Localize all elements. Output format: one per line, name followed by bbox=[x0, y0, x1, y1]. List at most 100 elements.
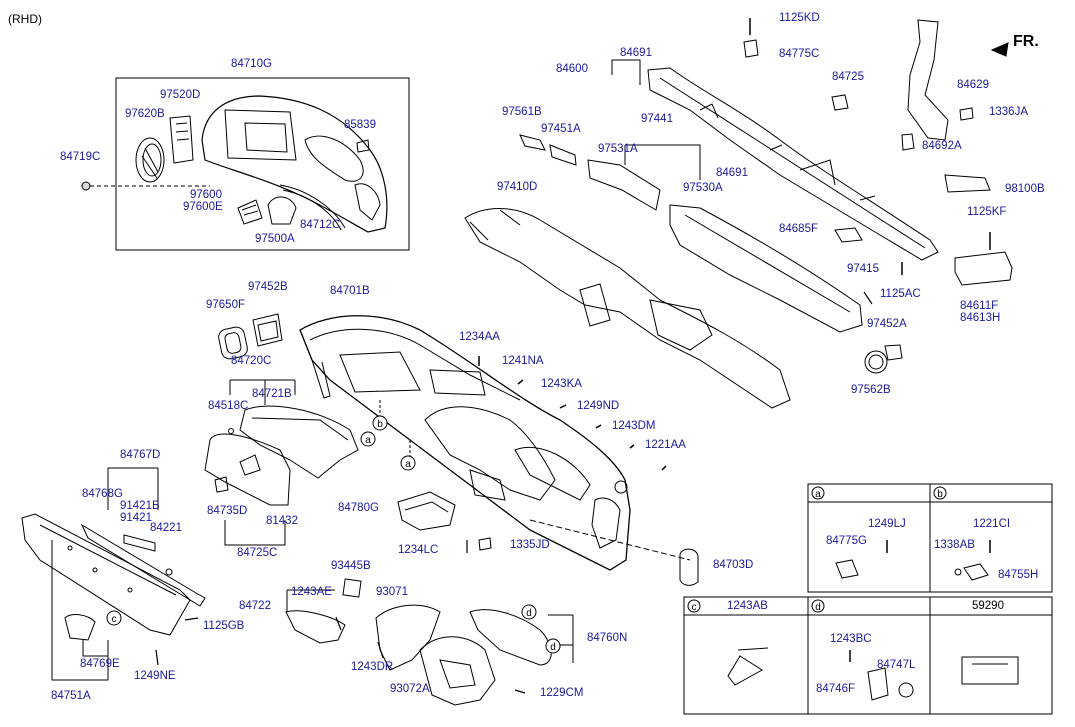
center-vent-part bbox=[579, 283, 611, 327]
label-97530A: 97530A bbox=[683, 182, 723, 194]
switch-part bbox=[356, 139, 370, 153]
brace-part bbox=[907, 19, 949, 141]
label-1243KA: 1243KA bbox=[541, 378, 582, 390]
callout-d: d bbox=[526, 608, 532, 619]
label-84760N: 84760N bbox=[587, 632, 628, 644]
label-97561B: 97561B bbox=[502, 106, 542, 118]
front-arrow-icon bbox=[990, 42, 1009, 57]
side-vent-part bbox=[237, 199, 263, 225]
label-1125KF: 1125KF bbox=[967, 206, 1007, 218]
defrost-duct-part bbox=[464, 208, 791, 409]
column-shroud-lower-part bbox=[419, 636, 496, 706]
glove-box-lid-part bbox=[204, 433, 291, 506]
label-1249ND: 1249ND bbox=[577, 400, 620, 412]
trim-strip-part bbox=[279, 184, 346, 229]
label-85839: 85839 bbox=[344, 119, 376, 131]
label-91421: 91421 bbox=[120, 512, 152, 524]
glove-lock-part bbox=[214, 476, 229, 493]
label-84629: 84629 bbox=[957, 79, 989, 91]
label-93072A: 93072A bbox=[390, 683, 430, 695]
label-1125AC: 1125AC bbox=[880, 288, 921, 300]
label-1221AA: 1221AA bbox=[645, 439, 686, 451]
clip-a-part bbox=[835, 559, 859, 579]
mount-bracket-part bbox=[954, 251, 1013, 286]
label-84725C: 84725C bbox=[237, 547, 278, 559]
label-84735D: 84735D bbox=[207, 505, 248, 517]
label-84692A: 84692A bbox=[922, 140, 962, 152]
round-vent-part bbox=[135, 137, 165, 183]
label-1125KD: 1125KD bbox=[779, 12, 820, 24]
table-tag-a: a bbox=[815, 489, 821, 500]
label-97452A: 97452A bbox=[867, 318, 907, 330]
label-97600: 97600 bbox=[190, 189, 222, 201]
knob-part bbox=[81, 181, 91, 191]
coin-tray-part bbox=[397, 491, 456, 531]
callout-a: a bbox=[365, 435, 371, 446]
label-84768G: 84768G bbox=[82, 488, 123, 500]
label-84769E: 84769E bbox=[80, 658, 120, 670]
upper-duct-part bbox=[669, 204, 863, 333]
label-1229CM: 1229CM bbox=[540, 687, 584, 699]
table-a-part-84775G: 84775G bbox=[826, 535, 867, 547]
label-93445B: 93445B bbox=[331, 560, 371, 572]
label-1241NA: 1241NA bbox=[502, 355, 544, 367]
label-84685F: 84685F bbox=[779, 223, 819, 235]
callout-b: b bbox=[377, 419, 383, 430]
side-cap-part bbox=[679, 548, 699, 586]
label-84518C: 84518C bbox=[208, 400, 249, 412]
label-1125GB: 1125GB bbox=[203, 620, 245, 632]
label-84710G: 84710G bbox=[231, 58, 272, 70]
callout-a-2: a bbox=[405, 459, 411, 470]
label-97452B: 97452B bbox=[248, 281, 288, 293]
clip-part bbox=[478, 537, 492, 551]
vent-bezel-part bbox=[169, 115, 194, 164]
label-84725: 84725 bbox=[832, 71, 864, 83]
label-84751A: 84751A bbox=[51, 690, 91, 702]
label-84221: 84221 bbox=[150, 522, 182, 534]
table-tag-d: d bbox=[815, 602, 821, 613]
glove-box-housing-part bbox=[239, 405, 359, 479]
label-84722: 84722 bbox=[239, 600, 271, 612]
label-97620B: 97620B bbox=[125, 108, 165, 120]
side-vent-left-part bbox=[218, 326, 248, 360]
label-84613H: 84613H bbox=[960, 312, 1001, 324]
label-97650F: 97650F bbox=[206, 299, 246, 311]
label-84703D: 84703D bbox=[713, 559, 754, 571]
clip-b-part bbox=[963, 563, 989, 581]
callout-d-2: d bbox=[550, 642, 556, 653]
column-shroud-upper-part bbox=[375, 604, 441, 671]
label-84775C: 84775C bbox=[779, 48, 820, 60]
table-e-part-59290: 59290 bbox=[972, 600, 1004, 612]
screw-part bbox=[727, 647, 769, 686]
label-1234LC: 1234LC bbox=[398, 544, 439, 556]
label-84712C: 84712C bbox=[300, 219, 341, 231]
label-84611F: 84611F bbox=[960, 300, 999, 312]
label-84701B: 84701B bbox=[330, 285, 370, 297]
label-97600E: 97600E bbox=[183, 201, 223, 213]
table-d-part-84747L: 84747L bbox=[877, 659, 916, 671]
label-84600: 84600 bbox=[556, 63, 588, 75]
label-1243DM: 1243DM bbox=[612, 420, 656, 432]
table-b-part-84755H: 84755H bbox=[998, 569, 1039, 581]
label-84720C: 84720C bbox=[231, 355, 272, 367]
label-plate-part bbox=[961, 656, 1019, 685]
label-81432: 81432 bbox=[266, 515, 298, 527]
vent-duct-part bbox=[267, 196, 297, 225]
socket-part bbox=[867, 667, 889, 701]
label-97562B: 97562B bbox=[851, 384, 891, 396]
side-duct-part bbox=[587, 159, 661, 211]
label-93071: 93071 bbox=[376, 586, 408, 598]
label-1234AA: 1234AA bbox=[459, 331, 500, 343]
callout-c: c bbox=[112, 614, 117, 625]
label-97415: 97415 bbox=[847, 263, 879, 275]
label-1336JA: 1336JA bbox=[989, 106, 1029, 118]
label-84767D: 84767D bbox=[120, 449, 161, 461]
label-97520D: 97520D bbox=[160, 89, 201, 101]
front-marker-label: FR. bbox=[1013, 33, 1039, 50]
label-1243AE: 1243AE bbox=[291, 586, 332, 598]
cluster-facia-box bbox=[115, 77, 410, 251]
label-97441: 97441 bbox=[641, 113, 673, 125]
side-vent-duct-part bbox=[252, 313, 283, 347]
table-c-part-1243AB: 1243AB bbox=[727, 600, 768, 612]
trim-cover-part bbox=[64, 614, 96, 641]
